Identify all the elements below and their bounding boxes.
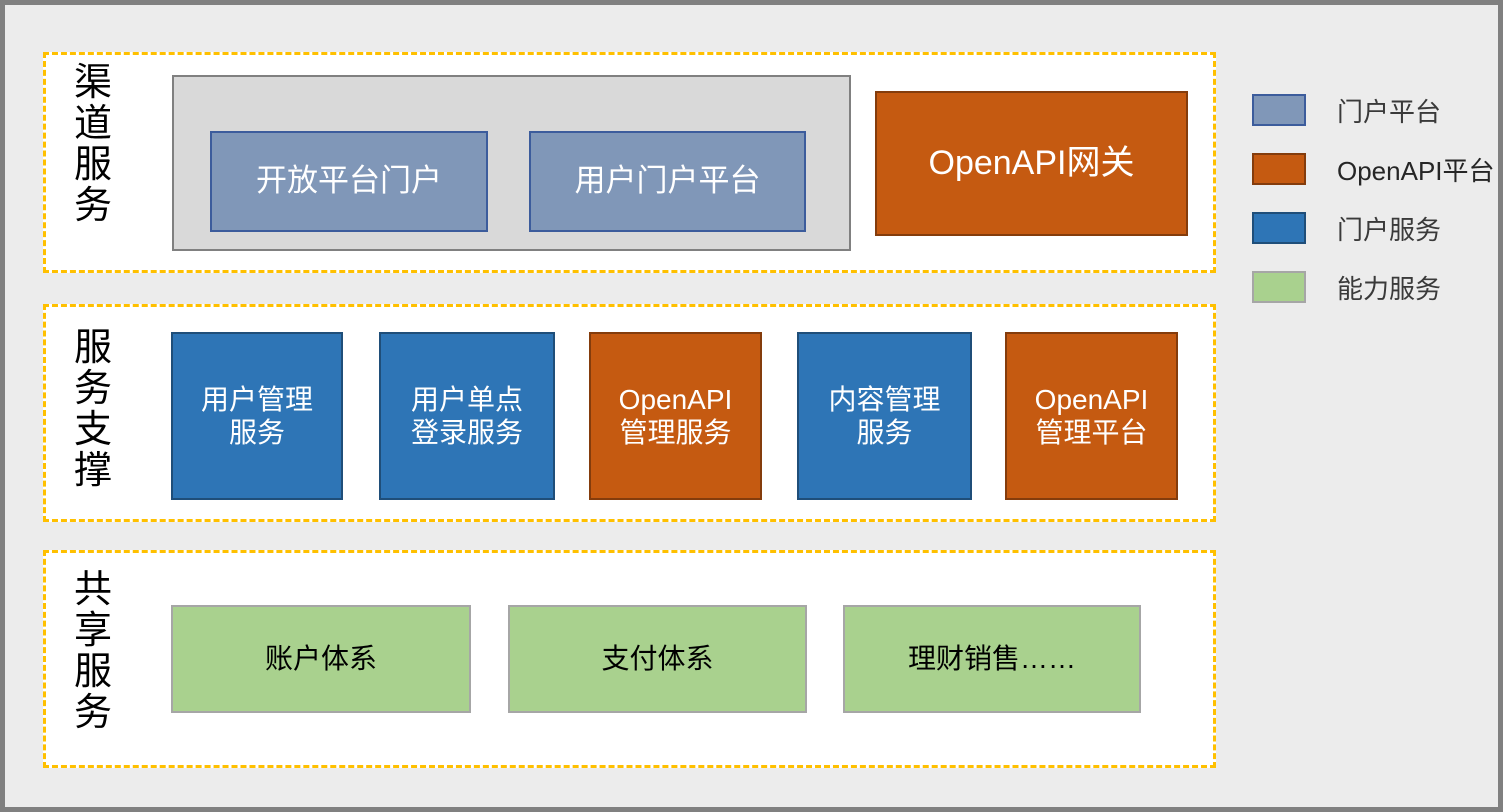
box-open-platform-portal[interactable]: 开放平台门户: [210, 131, 488, 232]
box-label-line: OpenAPI: [1034, 383, 1149, 415]
box-openapi-management-service[interactable]: OpenAPI 管理服务: [589, 332, 762, 500]
box-label: 账户体系: [264, 643, 377, 675]
row-label-char: 务: [73, 692, 112, 735]
legend-label: 门户平台: [1337, 97, 1442, 127]
legend-label: 能力服务: [1337, 274, 1442, 304]
box-label: 理财销售……: [907, 643, 1076, 675]
box-label-line: 管理服务: [619, 417, 732, 448]
row-label-char: 务: [73, 185, 112, 228]
box-label-line: 管理平台: [1035, 417, 1148, 448]
row-label-service-support: 服 务 支 撑: [63, 327, 123, 493]
legend-item-openapi-platform: OpenAPI平台: [1252, 152, 1495, 186]
box-content-management-service[interactable]: 内容管理 服务: [797, 332, 972, 500]
box-openapi-gateway[interactable]: OpenAPI网关: [875, 91, 1188, 236]
legend-item-capability: 能力服务: [1252, 270, 1441, 304]
box-label-line: 服务: [856, 417, 913, 448]
box-label: 用户门户平台: [574, 163, 761, 199]
row-label-char: 服: [73, 144, 112, 187]
box-label: 内容管理 服务: [824, 383, 944, 449]
row-label-char: 共: [73, 569, 112, 611]
box-wealth-sales[interactable]: 理财销售……: [843, 605, 1141, 713]
box-user-portal-platform[interactable]: 用户门户平台: [529, 131, 806, 232]
legend-swatch-icon: [1252, 271, 1306, 303]
box-label: 用户管理 服务: [197, 383, 317, 449]
legend-label: OpenAPI平台: [1337, 155, 1495, 186]
row-label-char: 撑: [73, 450, 112, 493]
row-label-shared-service: 共 享 服 务: [63, 569, 123, 735]
box-user-management-service[interactable]: 用户管理 服务: [171, 332, 343, 500]
legend-swatch-icon: [1252, 153, 1306, 185]
legend-swatch-icon: [1252, 94, 1306, 126]
row-label-char: 享: [73, 610, 112, 653]
legend-swatch-icon: [1252, 212, 1306, 244]
legend-label: 门户服务: [1337, 215, 1442, 245]
row-label-char: 渠: [73, 62, 112, 104]
row-label-channel-service: 渠 道 服 务: [63, 62, 123, 228]
box-label-line: 用户管理: [200, 383, 313, 415]
row-label-char: 服: [73, 651, 112, 694]
box-label-line: 用户单点: [410, 383, 523, 415]
box-label: 开放平台门户: [256, 163, 442, 199]
legend-item-portal-platform: 门户平台: [1252, 93, 1441, 127]
box-label-line: 登录服务: [410, 417, 523, 448]
box-label: OpenAPI 管理平台: [1031, 383, 1153, 449]
box-label: 用户单点 登录服务: [407, 383, 527, 449]
box-label: 支付体系: [601, 643, 714, 675]
box-label-line: OpenAPI: [618, 383, 733, 415]
box-payment-system[interactable]: 支付体系: [508, 605, 807, 713]
box-label-line: 服务: [228, 417, 285, 448]
box-label-line: 内容管理: [828, 383, 941, 415]
box-label: OpenAPI网关: [928, 144, 1135, 183]
row-label-char: 支: [73, 409, 112, 452]
row-label-char: 服: [73, 327, 112, 369]
row-label-char: 务: [73, 368, 112, 411]
legend-item-portal-service: 门户服务: [1252, 211, 1441, 245]
box-openapi-management-platform[interactable]: OpenAPI 管理平台: [1005, 332, 1178, 500]
row-label-char: 道: [73, 103, 112, 146]
box-user-sso-service[interactable]: 用户单点 登录服务: [379, 332, 555, 500]
box-label: OpenAPI 管理服务: [615, 383, 737, 449]
box-account-system[interactable]: 账户体系: [171, 605, 471, 713]
